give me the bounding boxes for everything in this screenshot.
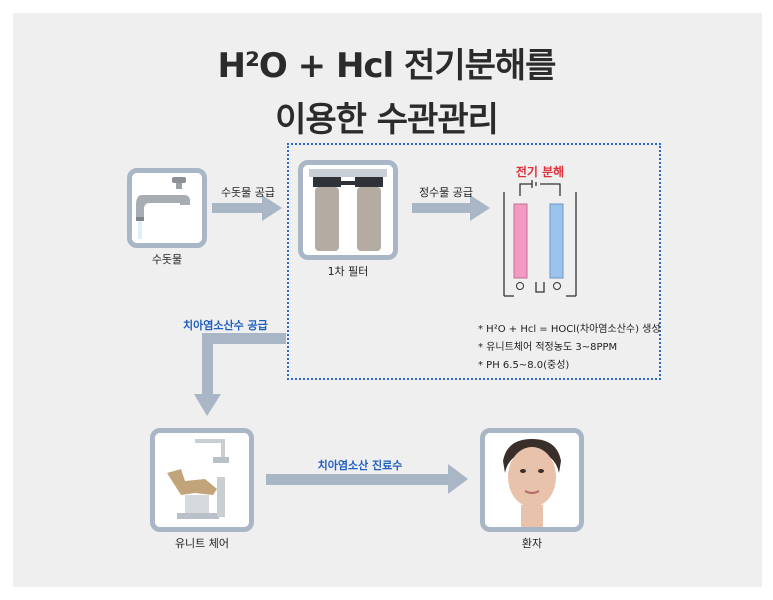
patient-frame — [480, 428, 584, 532]
arrow-chair-to-patient — [266, 464, 468, 494]
arrow-filter-to-cell — [412, 195, 490, 221]
arrow-label-tap-to-filter: 수돗물 공급 — [220, 186, 276, 199]
arrow-label-filter-to-cell: 정수물 공급 — [418, 186, 474, 199]
note-1: * H²O + Hcl = HOCl(차아염소산수) 생성 — [478, 324, 661, 335]
arrow-tap-to-filter — [212, 195, 282, 221]
title-line-2: 이용한 수관관리 — [275, 100, 499, 140]
arrow-cell-to-chair — [194, 333, 286, 416]
note-2: * 유니트체어 적정농도 3~8PPM — [478, 342, 618, 353]
unit-chair-label: 유니트 체어 — [174, 537, 230, 550]
primary-filter-label: 1차 필터 — [327, 265, 369, 278]
faucet-icon — [132, 173, 202, 243]
background-panel — [13, 13, 762, 587]
electrolysis-process-box — [287, 143, 661, 380]
arrow-label-cell-to-chair: 치아염소산수 공급 — [183, 319, 268, 332]
unit-chair-frame — [150, 428, 254, 532]
primary-filter-frame — [298, 160, 398, 260]
patient-label: 환자 — [521, 537, 543, 550]
arrow-label-chair-to-patient: 치아염소산 진료수 — [317, 459, 403, 472]
patient-face-icon — [485, 433, 579, 527]
tap-water-frame — [127, 168, 207, 248]
water-filter-icon — [303, 165, 393, 255]
electrolysis-label: 전기 분해 — [515, 165, 565, 179]
title-line-1: H²O + Hcl 전기분해를 — [217, 46, 557, 86]
dental-chair-icon — [155, 433, 249, 527]
tap-water-label: 수돗물 — [151, 253, 183, 266]
note-3: * PH 6.5~8.0(중성) — [478, 360, 570, 371]
